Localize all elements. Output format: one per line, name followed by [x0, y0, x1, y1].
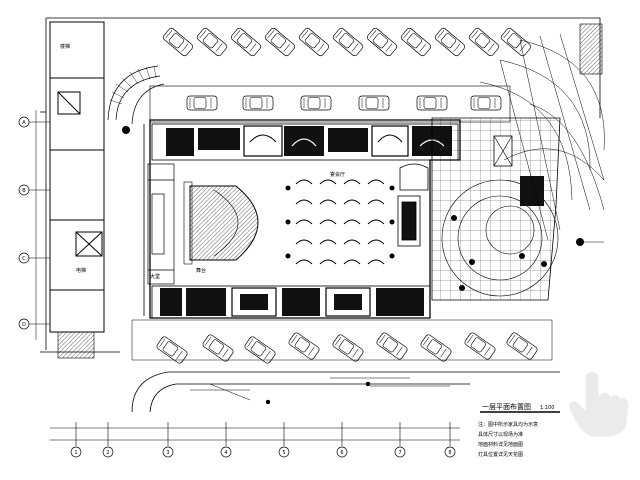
svg-text:B: B [22, 188, 26, 194]
dimension-chain [50, 422, 460, 446]
bottom-booth-band [151, 285, 431, 319]
axis-bubble-7: 7 [394, 446, 406, 458]
svg-text:C: C [22, 256, 26, 262]
right-interior [397, 163, 429, 247]
svg-text:3: 3 [166, 450, 169, 456]
axis-bubble-4: 4 [220, 446, 232, 458]
top-right-hatch [579, 23, 603, 75]
svg-text:2: 2 [106, 450, 109, 456]
hand-cursor-icon [569, 371, 629, 437]
svg-text:5: 5 [282, 450, 285, 456]
stair-hatch [57, 331, 95, 359]
second-parking-row [149, 85, 511, 123]
axis-bubble-3: 3 [162, 446, 174, 458]
legend-line-1: 注：图中所示家具均为示意 [478, 421, 538, 428]
axis-bubble-6: 6 [336, 446, 348, 458]
legend-line-2: 具体尺寸以现场为准 [478, 431, 523, 438]
stair-label: 楼梯 [60, 43, 70, 50]
left-building-block [49, 21, 105, 333]
axis-bubble-1: 1 [70, 446, 82, 458]
axis-bubble-8: 8 [444, 446, 456, 458]
banquet-seating [295, 179, 385, 265]
drawing-scale: 1:100 [540, 405, 554, 411]
axis-bubble-5: 5 [278, 446, 290, 458]
elevator-label: 电梯 [76, 267, 86, 274]
drawing-title: 一层平面布置图 [482, 402, 531, 411]
curved-ramp [107, 65, 165, 125]
top-parking-row [161, 26, 533, 58]
banquet-columns [285, 185, 395, 259]
lobby-strip [147, 163, 175, 285]
axis-bubble-a: A [18, 116, 30, 128]
axis-bubble-d: D [18, 318, 30, 330]
axis-bubble-b: B [18, 184, 30, 196]
svg-text:4: 4 [224, 450, 227, 456]
site-boundary [40, 17, 601, 353]
banquet-label: 宴会厅 [330, 171, 345, 178]
ramp-fan [109, 65, 157, 105]
annotation-leaders [190, 377, 450, 405]
axis-bubble-c: C [18, 252, 30, 264]
svg-text:7: 7 [398, 450, 401, 456]
svg-text:D: D [22, 322, 26, 328]
top-booth-band [151, 123, 459, 161]
axis-bubble-2: 2 [102, 446, 114, 458]
svg-text:1: 1 [74, 450, 77, 456]
legend-line-3: 地面材料详见地面图 [478, 441, 523, 448]
lobby-label: 大堂 [150, 273, 160, 280]
ramp-column [122, 126, 130, 134]
svg-text:A: A [22, 120, 26, 126]
title-block: 一层平面布置图 1:100 [480, 402, 560, 413]
svg-text:8: 8 [448, 450, 451, 456]
legend-notes: 注：图中所示家具均为示意 具体尺寸以现场为准 地面材料详见地面图 灯具位置详见天… [478, 421, 538, 458]
stage [183, 181, 259, 265]
radial-fan [479, 33, 605, 241]
stage-label: 舞台 [196, 267, 206, 274]
bottom-parking-row [131, 319, 553, 365]
plaza [431, 117, 561, 301]
road-edge [131, 371, 560, 413]
legend-line-4: 灯具位置详见天花图 [478, 451, 523, 458]
svg-text:6: 6 [340, 450, 343, 456]
